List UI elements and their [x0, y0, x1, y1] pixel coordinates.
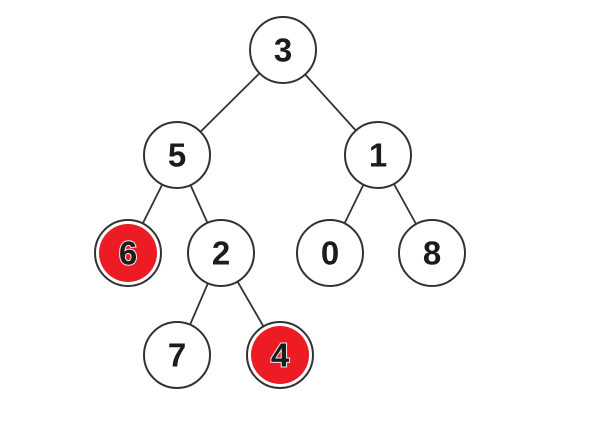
- node-value-label: 2: [212, 235, 230, 272]
- node-value-label: 1: [369, 137, 387, 174]
- node-value-label: 0: [321, 235, 339, 272]
- node-value-label: 4: [271, 337, 290, 374]
- tree-node-5: 5: [143, 121, 211, 189]
- node-value-label: 7: [168, 337, 186, 374]
- node-circle: [296, 219, 364, 287]
- node-circle: [344, 121, 412, 189]
- tree-node-8: 8: [398, 219, 466, 287]
- node-circle: [143, 321, 211, 389]
- node-highlight-fill: [251, 326, 309, 384]
- node-value-label: 5: [168, 137, 186, 174]
- node-highlight-fill: [99, 224, 157, 282]
- tree-node-4: 4: [246, 321, 314, 389]
- tree-node-2: 2: [187, 219, 255, 287]
- tree-node-6: 6: [94, 219, 162, 287]
- node-circle: [187, 219, 255, 287]
- node-value-label: 6: [119, 235, 137, 272]
- node-value-label: 3: [274, 32, 292, 69]
- node-circle: [398, 219, 466, 287]
- tree-node-7: 7: [143, 321, 211, 389]
- tree-node-1: 1: [344, 121, 412, 189]
- node-value-label: 8: [423, 235, 441, 272]
- node-circle: [143, 121, 211, 189]
- tree-node-3: 3: [249, 16, 317, 84]
- tree-node-0: 0: [296, 219, 364, 287]
- node-circle: [249, 16, 317, 84]
